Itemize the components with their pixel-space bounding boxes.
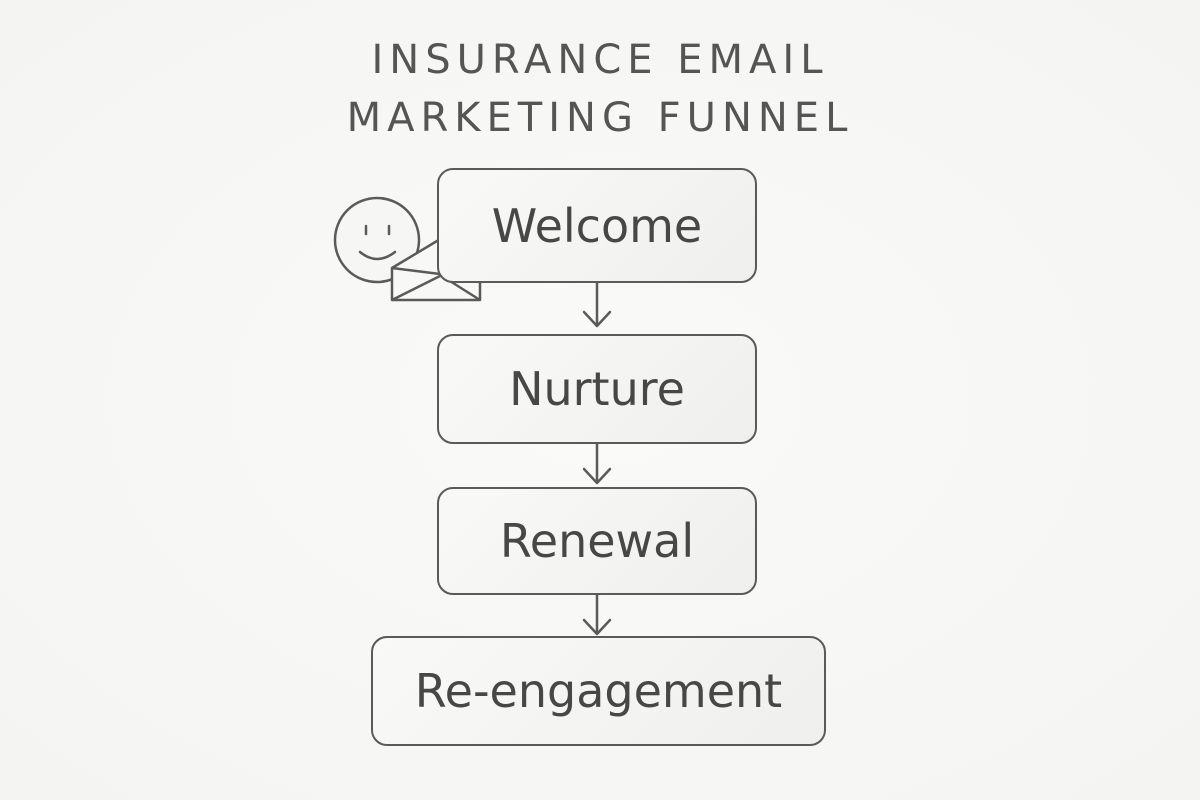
stage-label-renewal: Renewal [499, 514, 695, 568]
stage-welcome: Welcome [437, 168, 757, 283]
stage-re-engagement: Re-engagement [371, 636, 826, 746]
diagram-title-line-1: INSURANCE EMAIL [371, 37, 829, 83]
connector-welcome-nurture [582, 280, 612, 328]
connector-renewal-reengagement [582, 592, 612, 636]
stage-nurture: Nurture [437, 334, 757, 444]
diagram-title-line-2: MARKETING FUNNEL [346, 95, 854, 141]
stage-label-re-engagement: Re-engagement [414, 664, 783, 718]
smiley-face-icon [333, 196, 421, 284]
stage-label-nurture: Nurture [509, 362, 685, 416]
arrow-down-icon [582, 310, 612, 328]
stage-label-welcome: Welcome [491, 198, 703, 253]
stage-renewal: Renewal [437, 487, 757, 595]
arrow-down-icon [582, 618, 612, 636]
connector-nurture-renewal [582, 441, 612, 485]
arrow-down-icon [582, 467, 612, 485]
